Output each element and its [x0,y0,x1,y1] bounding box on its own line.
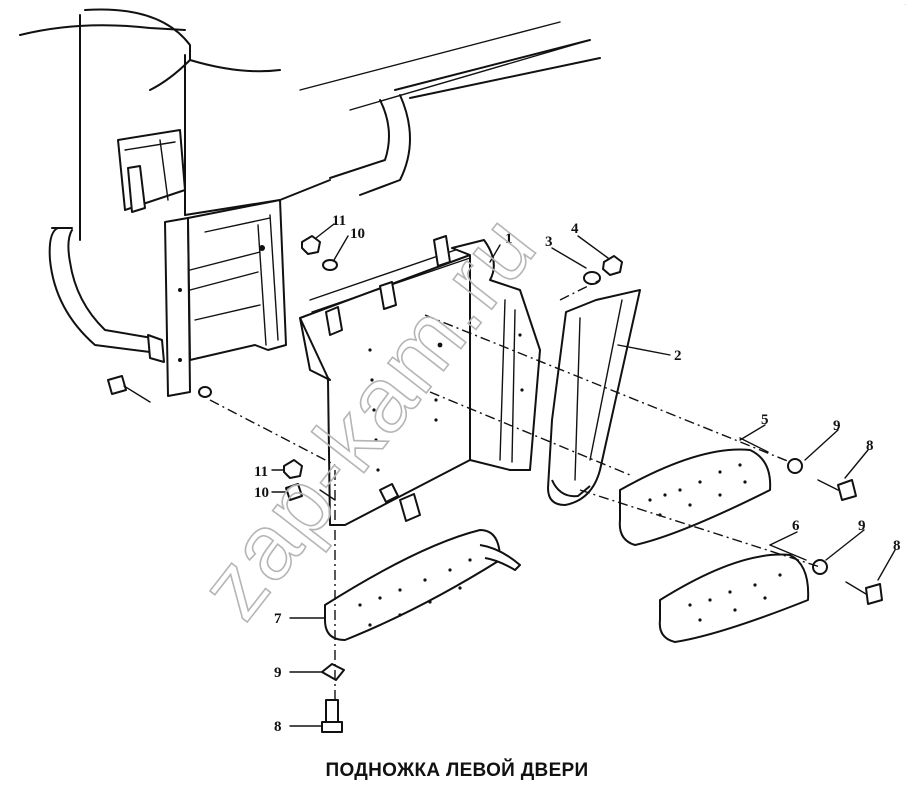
washer-icon [812,559,828,575]
leader-lines [271,223,896,727]
corner-mark: · [904,2,906,8]
bolt-icon [837,479,857,501]
callout-9: 9 [833,418,841,434]
callout-8: 8 [893,538,901,554]
part-5-step-tread [618,437,772,546]
callout-10: 10 [350,226,365,242]
cab-body [19,8,601,241]
tread-6-holes [688,573,782,622]
fasteners [107,235,883,733]
mounting-frame [164,199,287,397]
part-6-step-tread [658,544,810,643]
assembly-axes [209,279,821,700]
nut-icon [283,459,303,479]
washer-icon [285,483,303,501]
washer-icon [583,271,601,285]
part-1-step-bracket [299,235,541,526]
bolt-icon [865,583,883,605]
callout-9: 9 [274,665,282,681]
callouts: 1 2 3 4 5 6 7 8 8 8 9 9 9 10 10 11 11 [254,213,901,735]
nut-icon [602,255,623,276]
callout-11: 11 [254,464,268,480]
nut-icon [301,235,321,255]
callout-6: 6 [792,518,800,534]
callout-5: 5 [761,412,769,428]
callout-7: 7 [274,611,282,627]
callout-1: 1 [505,231,513,247]
washer-icon [322,259,338,271]
callout-10: 10 [254,485,269,501]
callout-8: 8 [866,438,874,454]
washer-icon [321,663,345,681]
callout-8: 8 [274,719,282,735]
callout-2: 2 [674,348,682,364]
bolt-icon [325,699,339,723]
handrail [48,227,165,363]
part-2-trim-cover [547,289,641,506]
bracket-holes [368,333,524,472]
callout-4: 4 [571,221,579,237]
callout-9: 9 [858,518,866,534]
washer-icon [198,386,212,398]
washer-icon [787,458,803,474]
tread-7-holes [358,558,472,627]
diagram-caption: ПОДНОЖКА ЛЕВОЙ ДВЕРИ [325,760,589,781]
callout-3: 3 [545,234,553,250]
callout-11: 11 [332,213,346,229]
part-7-step-tread [324,529,521,641]
bolt-icon [107,375,127,395]
